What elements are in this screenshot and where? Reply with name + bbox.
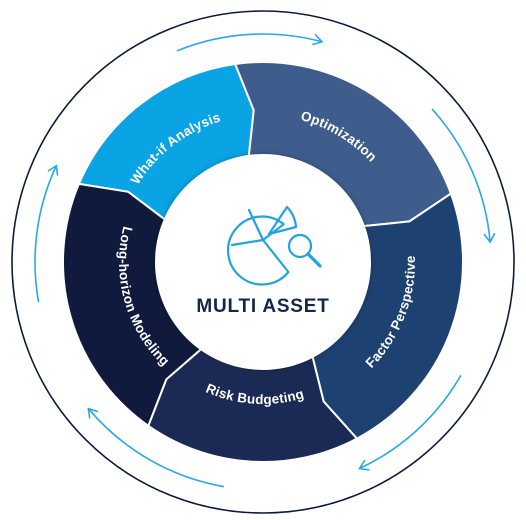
circular-arrow-icon (34, 33, 496, 488)
arrow-arc (176, 33, 323, 52)
arrow-head (312, 34, 323, 46)
outer-ring (11, 10, 515, 514)
arrow-arc (34, 164, 58, 303)
arrow-head (47, 164, 59, 176)
arrow-head (358, 459, 370, 471)
center-label: MULTI ASSET (196, 296, 329, 317)
pie-chart-magnifier-icon (226, 205, 322, 286)
arrow-arc (358, 375, 462, 470)
arrow-arc (431, 108, 491, 243)
center-disc (155, 154, 371, 370)
arrow-head (483, 232, 496, 243)
segment-ring (62, 61, 464, 463)
arrow-head (87, 407, 99, 419)
arrow-arc (87, 407, 225, 488)
